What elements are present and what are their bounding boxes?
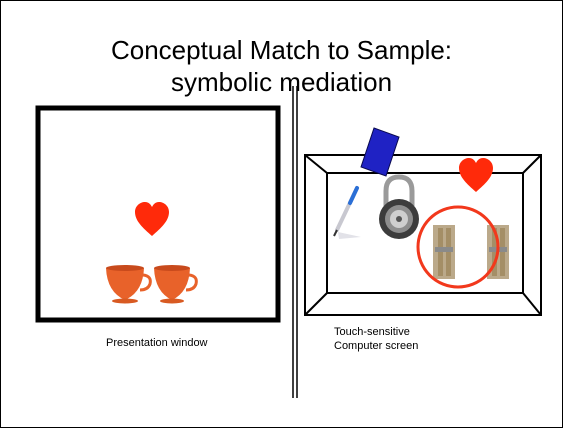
blue-card-icon [360,127,400,177]
pen-icon [333,186,361,239]
title-line-1: Conceptual Match to Sample: [110,35,453,65]
combination-lock-icon [379,174,419,239]
computer-screen-caption-line-2: Computer screen [334,340,419,352]
presentation-window-caption: Presentation window [106,337,208,349]
vertical-divider [292,86,298,398]
slide-title: Conceptual Match to Sample: symbolic med… [0,34,563,98]
computer-screen-caption: Touch-sensitive Computer screen [334,325,418,353]
orange-cup-icon [106,265,152,304]
orange-cup-icon [154,265,198,304]
title-line-2: symbolic mediation [170,67,393,97]
computer-screen-caption-line-1: Touch-sensitive [334,326,410,338]
clothespin-icon [433,225,455,279]
computer-screen [304,154,542,316]
heart-icon [459,158,493,192]
selection-circle [416,205,500,289]
heart-icon [135,202,169,236]
